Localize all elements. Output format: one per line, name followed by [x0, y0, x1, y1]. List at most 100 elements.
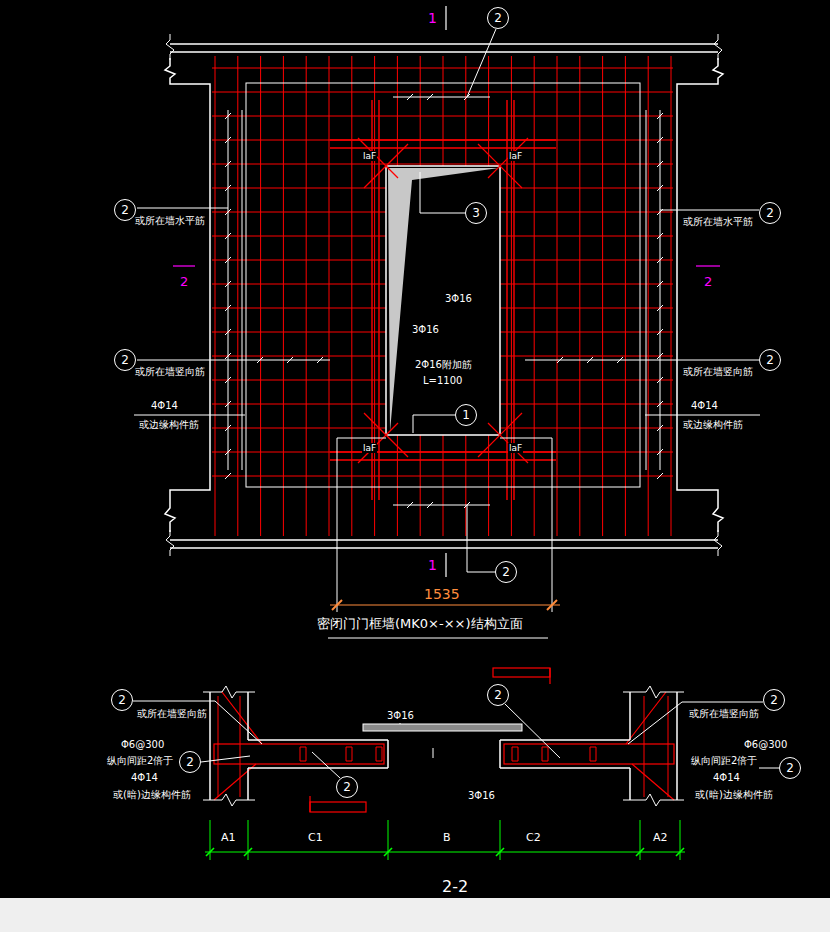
callout-number: 2 [114, 349, 136, 371]
section-number: 1 [427, 557, 438, 573]
wall-outline [209, 692, 211, 800]
door-leaf-shade [388, 168, 499, 432]
stirrup [346, 747, 352, 761]
tick-mark [657, 329, 663, 335]
leader-line [660, 210, 759, 211]
tick-mark [225, 281, 231, 287]
rebar-spec: 4Φ14 [150, 400, 179, 412]
added-rebar [330, 147, 556, 148]
wall-outline [500, 767, 630, 769]
leader-line [505, 704, 560, 758]
rebar-spec: 4Φ14 [712, 772, 741, 784]
stirrup [542, 747, 548, 761]
wall-outline [387, 740, 389, 768]
rebar-spec: 4Φ14 [690, 400, 719, 412]
dimension-tick [636, 848, 644, 856]
horizontal-rebar [212, 140, 673, 141]
section-rebar [504, 744, 674, 764]
tick-mark [657, 449, 663, 455]
callout-number: 2 [495, 561, 517, 583]
callout-text: 1 [462, 409, 470, 421]
wall-outline [629, 768, 631, 800]
extension-line [500, 820, 501, 860]
status-band [0, 898, 830, 932]
leader-line [413, 415, 455, 433]
callout-number: 2 [487, 7, 509, 29]
tick-mark [225, 137, 231, 143]
section-title: 2-2 [441, 878, 469, 896]
rebar-spec: 3Φ16 [411, 324, 440, 336]
tick-mark [657, 353, 663, 359]
title-underline [328, 638, 548, 639]
tick-mark [657, 473, 663, 479]
dimension-line [330, 605, 560, 606]
section-mark [445, 553, 446, 577]
section-mark [173, 265, 195, 266]
callout-number: 1 [455, 404, 477, 426]
dimension-tick [206, 848, 214, 856]
rebar-spec: 2Φ16附加筋 [414, 359, 473, 371]
tick-mark [657, 377, 663, 383]
slab-line [170, 539, 718, 541]
break-mark [623, 794, 684, 806]
wall-outline [247, 692, 249, 740]
leader-line [759, 768, 779, 769]
wall-outline [629, 692, 631, 740]
callout-text: 2 [186, 756, 194, 768]
horizontal-rebar [212, 452, 673, 453]
wall-outline [248, 767, 388, 769]
tick-mark [225, 209, 231, 215]
tick-mark [225, 353, 231, 359]
extension-line [388, 820, 389, 860]
extension-line [337, 438, 338, 612]
stirrup [300, 747, 306, 761]
section-mark [445, 6, 446, 30]
break-mark [714, 34, 722, 60]
slab-line [170, 51, 718, 53]
anchor-length: laF [508, 151, 523, 161]
tick-mark [225, 113, 231, 119]
vertical-rebar [671, 56, 672, 536]
added-rebar [330, 459, 556, 460]
break-mark [203, 686, 255, 698]
tick-mark [657, 305, 663, 311]
stirrup [376, 747, 382, 761]
wall-outline [500, 739, 630, 741]
rebar-note: 或边缘构件筋 [138, 419, 200, 431]
tick-mark [225, 305, 231, 311]
callout-number: 2 [759, 202, 781, 224]
vertical-rebar [534, 56, 535, 536]
callout-text: 2 [494, 689, 502, 701]
dimension-tick [384, 848, 392, 856]
vertical-rebar [648, 56, 649, 536]
horizontal-rebar [212, 68, 673, 69]
vertical-rebar [351, 56, 352, 536]
tick-mark [657, 257, 663, 263]
slab-line [170, 547, 718, 549]
vertical-rebar [602, 56, 603, 536]
vertical-rebar [237, 56, 238, 536]
rebar-spec: 4Φ14 [130, 772, 159, 784]
section-rebar [218, 696, 219, 797]
wall-outline [165, 58, 210, 532]
callout-number: 2 [487, 684, 509, 706]
callout-text: 2 [118, 694, 126, 706]
leader-line [201, 756, 250, 762]
dimension-label: B [442, 832, 452, 845]
wall-outline [676, 692, 678, 800]
anchor-length: laF [362, 151, 377, 161]
vertical-rebar [374, 56, 375, 536]
rebar-note: 或边缘构件筋 [682, 419, 744, 431]
callout-text: 2 [121, 354, 129, 366]
horizontal-rebar [212, 164, 673, 165]
rebar-note: 或(暗)边缘构件筋 [694, 789, 774, 801]
vertical-rebar [283, 56, 284, 536]
extension-line [337, 438, 386, 439]
rebar-length: L=1100 [422, 375, 463, 387]
rebar-spec: 3Φ16 [444, 293, 473, 305]
tick-mark [557, 357, 563, 363]
dimension-tick [496, 848, 504, 856]
